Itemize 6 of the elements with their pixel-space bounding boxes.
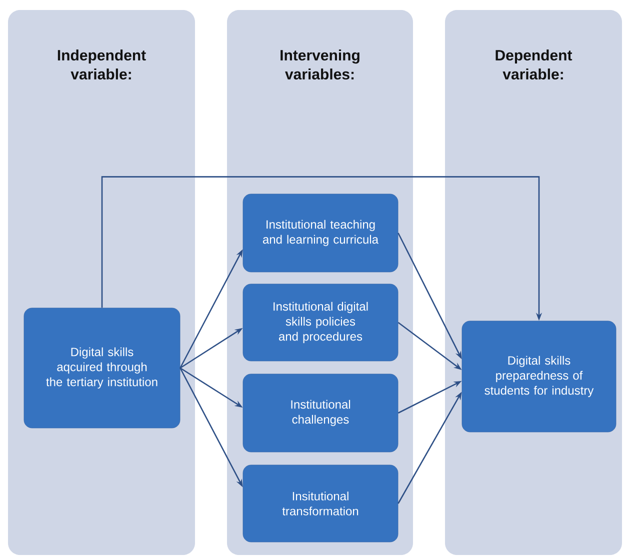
process-box: Institutional challenges	[242, 374, 398, 452]
process-box: Institutional digital skills policies and procedures	[242, 284, 398, 362]
process-box: Digital skills aqcuired through the tertiary institution	[24, 308, 180, 428]
process-box: Insitutional transformation	[242, 464, 398, 542]
process-box: Institutional teaching and learning curricula	[242, 194, 398, 272]
process-box: Digital skills preparedness of students for industry	[462, 320, 616, 432]
